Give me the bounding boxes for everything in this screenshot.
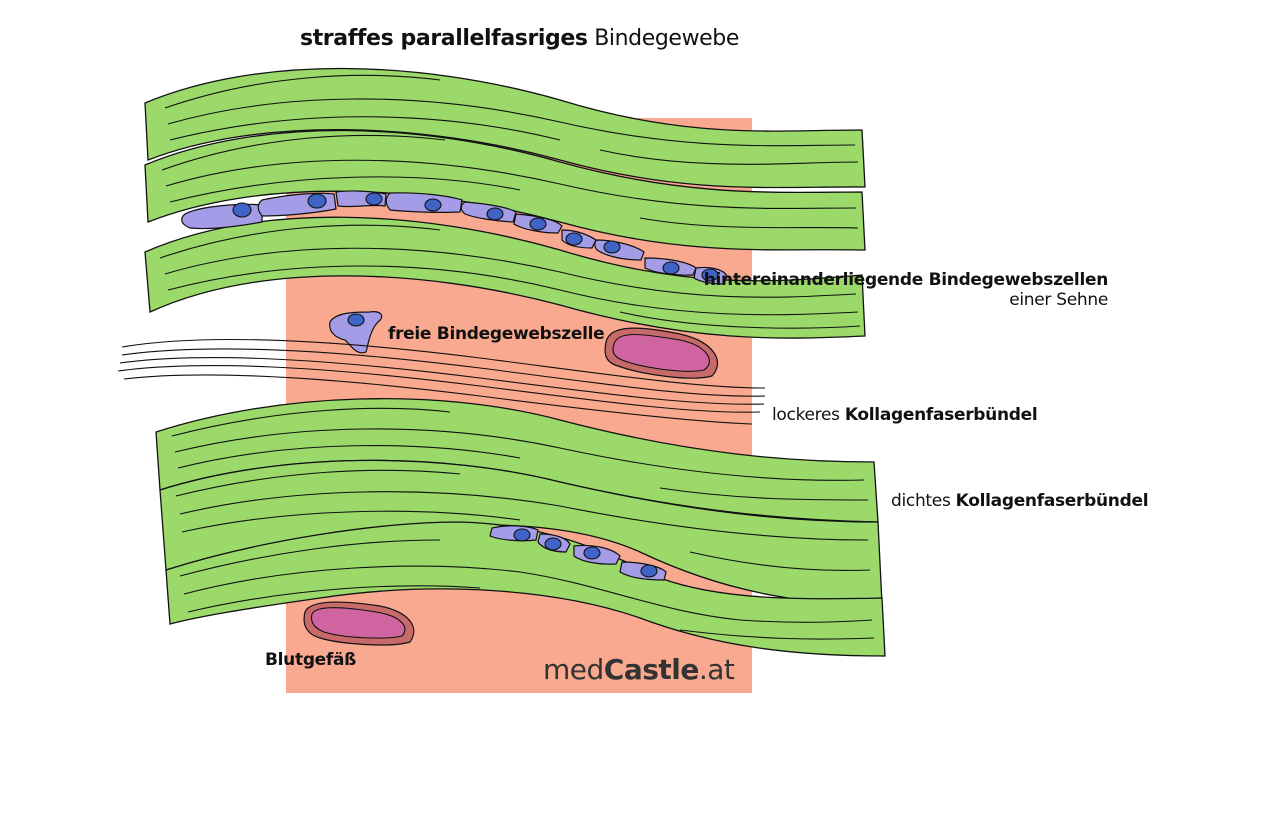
blood-vessel-upper <box>604 327 718 379</box>
label-cells-in-row-bold: hintereinanderliegende Bindegewebszellen <box>703 270 1109 290</box>
upper-fiber-bundle-2 <box>144 129 866 251</box>
watermark-part3: .at <box>698 653 735 686</box>
label-loose-bundle: lockeres Kollagenfaserbündel <box>772 405 1038 425</box>
upper-fiber-bundle-1 <box>144 67 866 189</box>
label-loose-bundle-regular: lockeres <box>772 405 840 425</box>
label-dense-bundle-regular: dichtes <box>891 491 951 511</box>
diagram-title: straffes parallelfasriges Bindegewebe <box>300 26 739 52</box>
title-bold: straffes parallelfasriges <box>300 26 588 51</box>
label-dense-bundle: dichtes Kollagenfaserbündel <box>891 491 1149 511</box>
lower-fiber-bundle-3 <box>165 521 886 657</box>
label-free-cell: freie Bindegewebszelle <box>388 324 605 344</box>
loose-collagen-fiber-bundle <box>117 338 766 425</box>
upper-fiber-bundle-3 <box>144 216 866 339</box>
tendon-cell-row-lower <box>489 525 667 581</box>
label-loose-bundle-bold: Kollagenfaserbündel <box>844 405 1038 425</box>
medcastle-watermark: medCastle.at <box>543 653 735 686</box>
tendon-cell-row-upper <box>181 190 728 285</box>
free-connective-tissue-cell <box>329 311 383 354</box>
label-cells-in-row-regular: einer Sehne <box>1009 290 1108 310</box>
watermark-part2: Castle <box>603 653 700 686</box>
title-regular: Bindegewebe <box>594 26 739 51</box>
blood-vessel-lower <box>303 601 415 646</box>
label-blood-vessel: Blutgefäß <box>265 650 357 670</box>
watermark-part1: med <box>543 653 604 686</box>
label-cells-in-row: hintereinanderliegende Bindegewebszellen… <box>703 270 1109 310</box>
label-dense-bundle-bold: Kollagenfaserbündel <box>955 491 1149 511</box>
